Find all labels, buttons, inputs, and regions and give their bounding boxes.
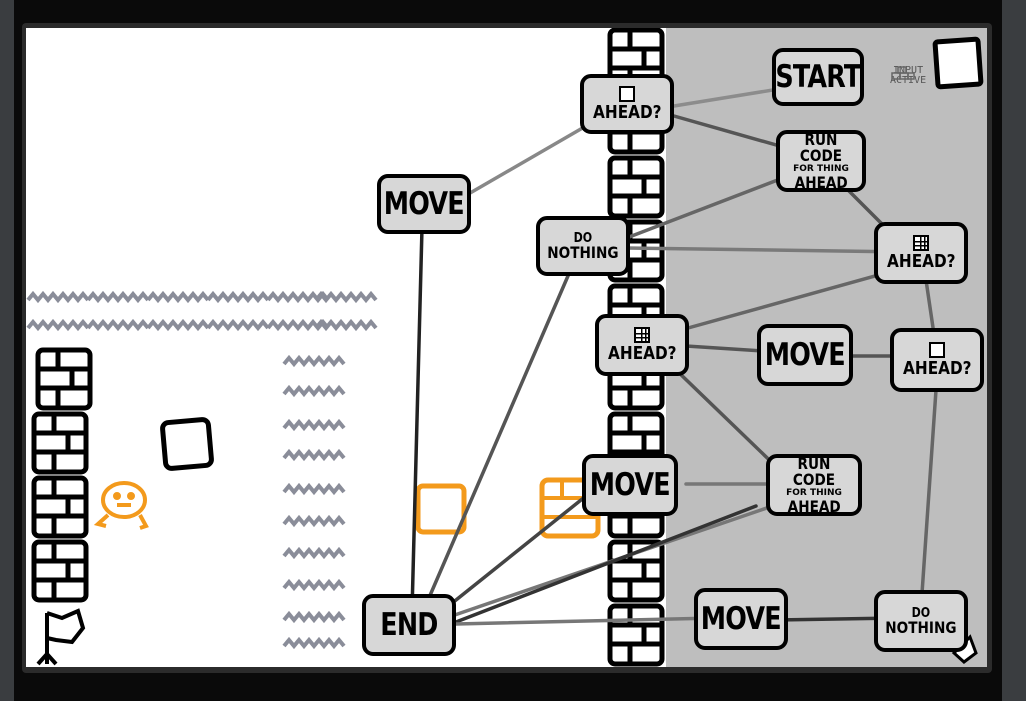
node-do-nothing-mid[interactable]: DO NOTHING [536,216,630,276]
run-code-lower-line2: FOR THING [786,487,842,498]
node-move-bottom[interactable]: MOVE [694,588,788,650]
input-active-indicator: INPUT ACTIVE [890,66,926,86]
right-border [1002,0,1026,701]
run-code-lower-line3: AHEAD [787,496,841,516]
node-ahead-empty-top[interactable]: AHEAD? [580,74,674,134]
node-move-lower-label: MOVE [590,466,671,503]
do-nothing-bottom-line2: NOTHING [885,617,957,637]
node-run-code-top[interactable]: RUN CODE FOR THING AHEAD [776,130,866,192]
node-ahead-empty-right[interactable]: AHEAD? [890,328,984,392]
node-move-mid-label: MOVE [765,336,846,373]
node-end-label: END [380,606,438,643]
player-icon [93,481,149,530]
node-ahead-wall-mid[interactable]: AHEAD? [595,314,689,376]
node-ahead-empty-top-label: AHEAD? [592,102,662,123]
run-code-top-line3: AHEAD [794,172,848,192]
input-label-line2: ACTIVE [890,75,927,86]
node-ahead-wall-right[interactable]: AHEAD? [874,222,968,284]
do-nothing-mid-line1: DO [573,230,593,246]
node-start-label: START [775,58,861,95]
target-empty-square-icon [415,483,467,535]
empty-square-icon [619,86,635,102]
node-run-code-lower[interactable]: RUN CODE FOR THING AHEAD [766,454,862,516]
left-border [0,0,14,701]
wall-brick-stack [34,350,90,600]
node-move-bottom-label: MOVE [701,600,782,637]
run-code-lower-line1: RUN CODE [792,453,836,489]
node-move-lower[interactable]: MOVE [582,454,678,516]
node-ahead-empty-right-label: AHEAD? [902,358,972,379]
input-label-line1: INPUT [893,65,924,76]
do-nothing-bottom-line1: DO [911,605,931,621]
node-move-top[interactable]: MOVE [377,174,471,234]
flag-icon [36,608,86,666]
wall-brick-icon [634,327,650,343]
node-move-mid[interactable]: MOVE [757,324,853,386]
do-nothing-mid-line2: NOTHING [547,242,619,262]
grid-icon [891,66,915,80]
selected-tile-icon[interactable] [932,36,984,90]
run-code-top-line2: FOR THING [793,163,849,174]
empty-square-icon [929,342,945,358]
wall-brick-icon [913,235,929,251]
block-icon [160,417,214,471]
game-canvas[interactable]: START AHEAD? RUN CODE FOR THING AHEAD MO… [26,28,987,667]
node-move-top-label: MOVE [384,185,465,222]
node-end[interactable]: END [362,594,456,656]
node-ahead-wall-right-label: AHEAD? [886,251,956,272]
node-ahead-wall-mid-label: AHEAD? [607,343,677,364]
node-do-nothing-bottom[interactable]: DO NOTHING [874,590,968,652]
run-code-top-line1: RUN CODE [799,129,843,165]
node-start[interactable]: START [772,48,864,106]
